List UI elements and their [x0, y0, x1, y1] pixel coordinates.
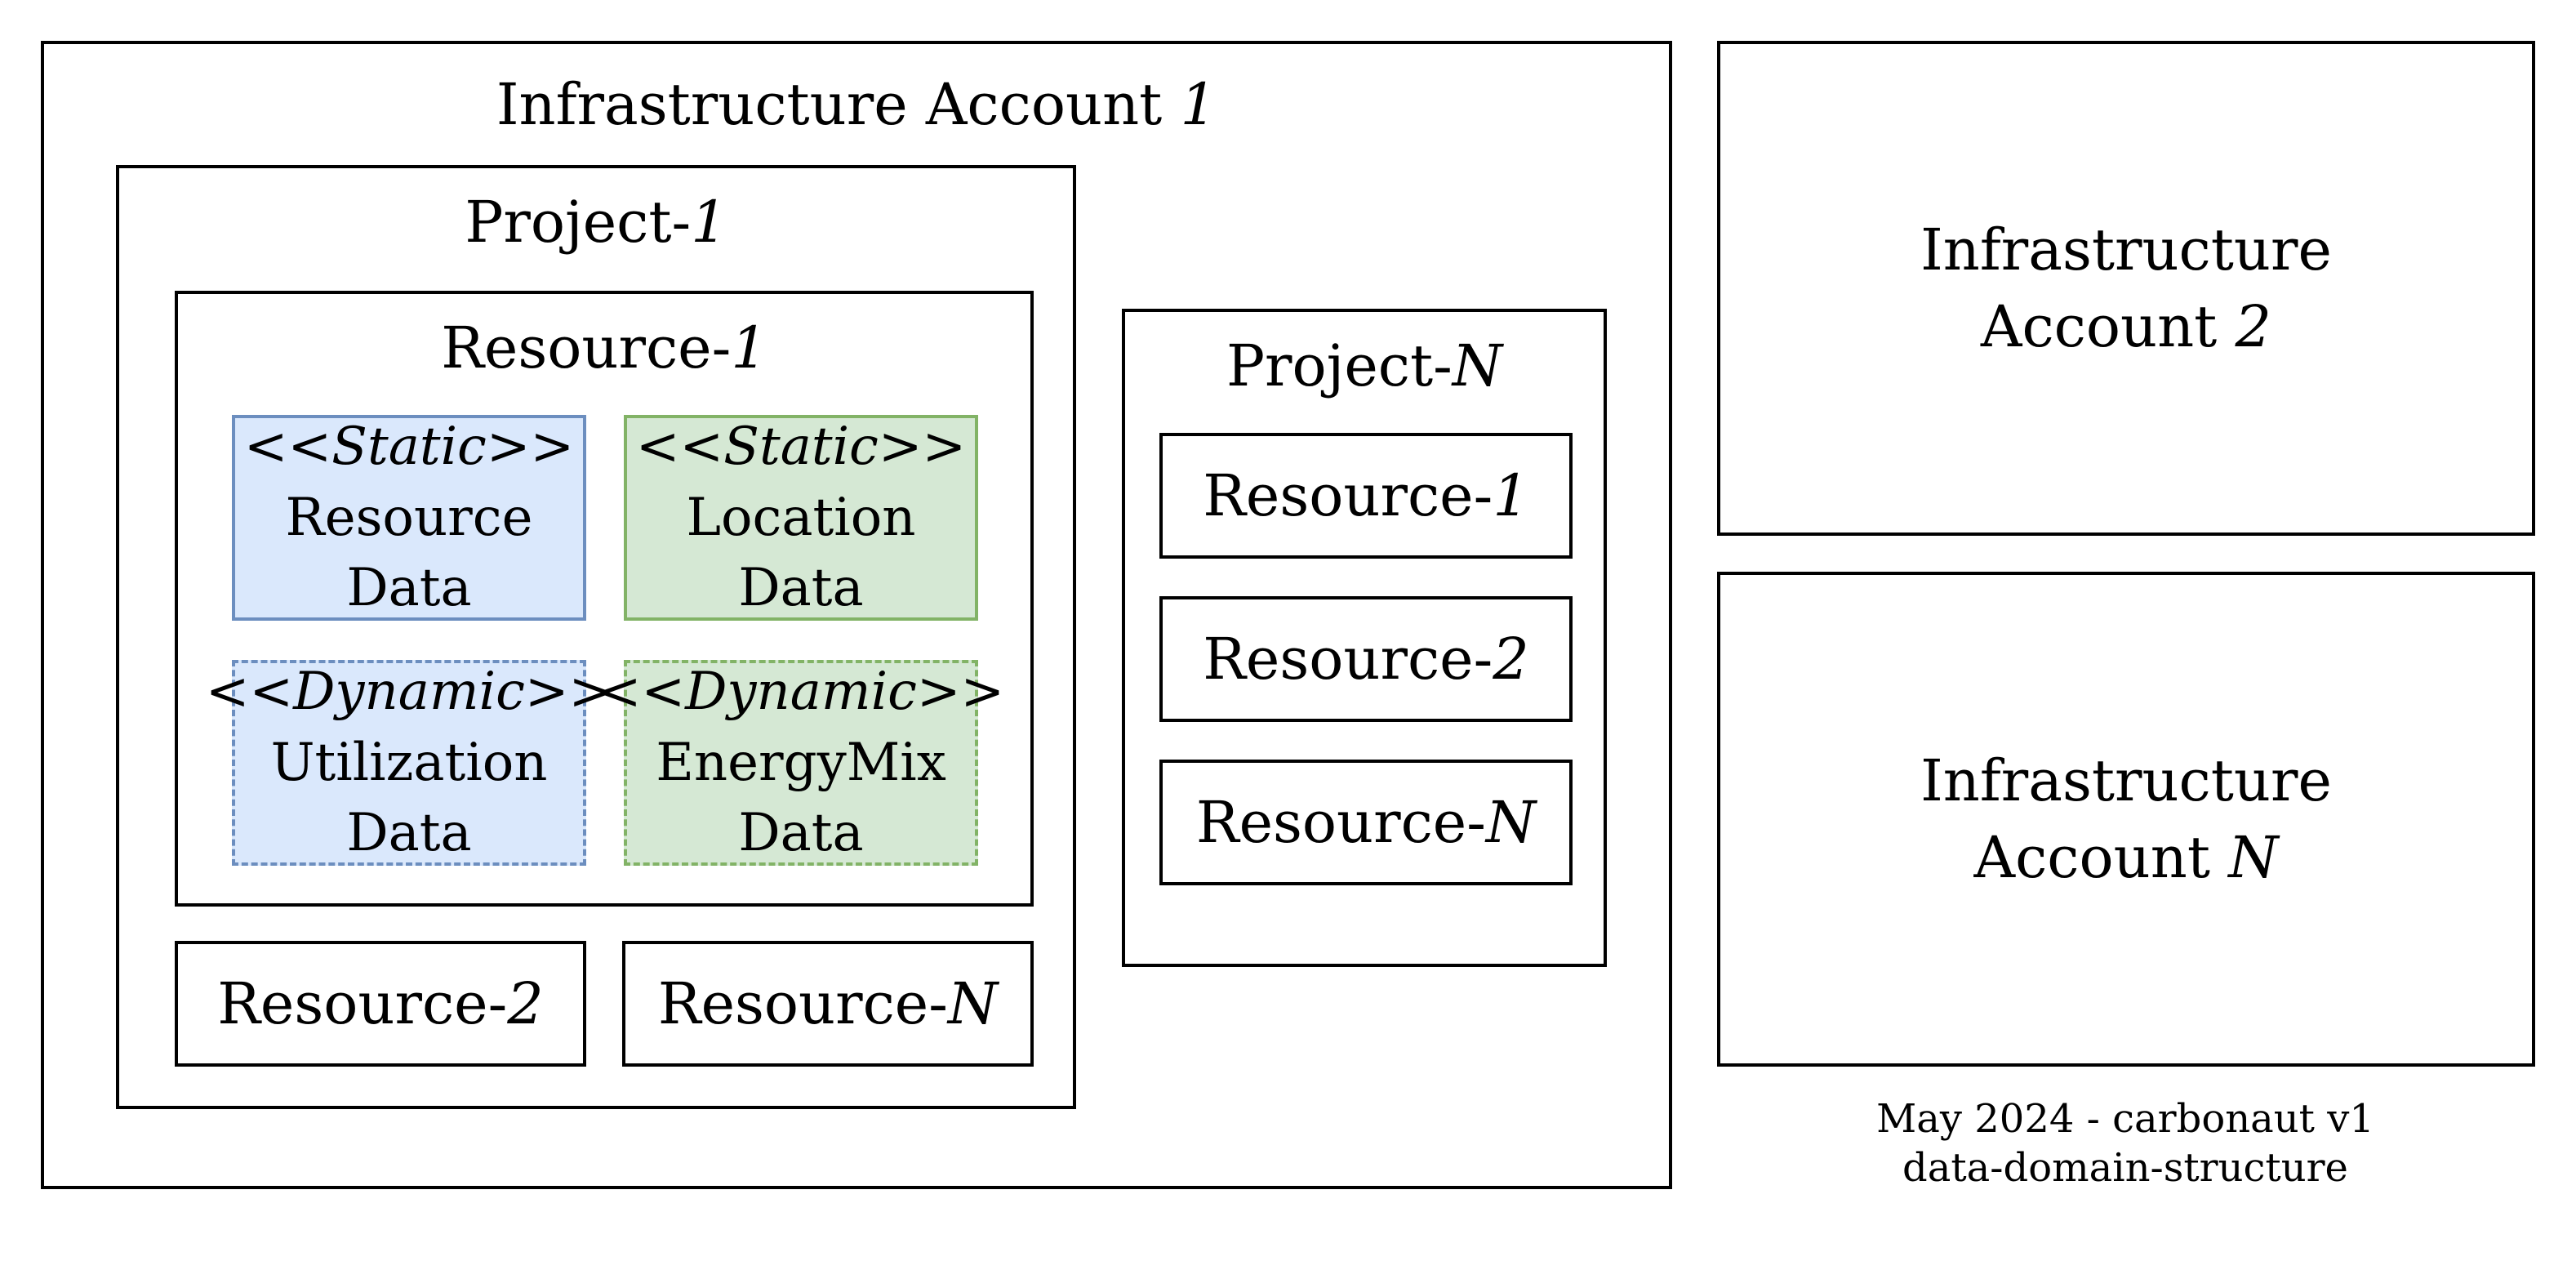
project-1-resource-2: Resource-2: [175, 941, 586, 1067]
resource-prefix: Resource-: [1203, 626, 1493, 693]
project-1-title: Project-1: [119, 188, 1073, 256]
resource-index: 2: [507, 970, 544, 1037]
static-resource-data-box: <<Static>> Resource Data: [232, 415, 586, 621]
dynamic-utilization-data-text: <<Dynamic>> Utilization Data: [206, 662, 612, 863]
static-resource-line1: Resource: [285, 487, 533, 548]
dynamic-utilization-line1: Utilization: [270, 732, 548, 793]
infrastructure-account-n: Infrastructure Account N: [1717, 572, 2535, 1067]
static-resource-line2: Data: [346, 558, 472, 619]
project-n-resource-2-label: Resource-2: [1163, 599, 1569, 719]
resource-1-title: Resource-1: [178, 314, 1030, 382]
resource-1-title-index: 1: [731, 314, 767, 381]
resource-prefix: Resource-: [1195, 789, 1486, 856]
dynamic-stereotype-label: <<Dynamic>>: [597, 662, 1005, 723]
resource-index: 2: [1493, 626, 1529, 693]
project-n-resource-n: Resource-N: [1159, 760, 1573, 885]
account-n-line2-prefix: Account: [1973, 824, 2229, 891]
footer-line1: May 2024 - carbonaut v1: [1876, 1096, 2374, 1142]
infrastructure-account-1: Infrastructure Account 1 Project-1 Resou…: [41, 41, 1672, 1189]
dynamic-energymix-line2: Data: [738, 803, 864, 864]
dynamic-utilization-line2: Data: [346, 803, 472, 864]
account-2-line2-prefix: Account: [1980, 293, 2236, 360]
project-n: Project-N Resource-1 Resource-2 Resource…: [1122, 309, 1607, 967]
resource-prefix: Resource-: [657, 970, 948, 1037]
footer-line2: data-domain-structure: [1902, 1145, 2348, 1191]
resource-prefix: Resource-: [1203, 462, 1493, 529]
dynamic-stereotype-label: <<Dynamic>>: [205, 662, 613, 723]
account-n-line2-index: N: [2228, 824, 2279, 891]
static-stereotype-label: <<Static>>: [243, 417, 575, 478]
static-location-line1: Location Data: [686, 487, 916, 619]
resource-prefix: Resource-: [217, 970, 508, 1037]
resource-index: N: [1485, 789, 1537, 856]
project-n-resource-n-label: Resource-N: [1163, 763, 1569, 882]
static-location-data-box: <<Static>> Location Data: [624, 415, 978, 621]
account-n-line1: Infrastructure: [1920, 746, 2332, 814]
dynamic-utilization-data-box: <<Dynamic>> Utilization Data: [206, 660, 612, 866]
resource-1-title-prefix: Resource-: [441, 314, 732, 381]
static-location-data-text: <<Static>> Location Data: [627, 417, 975, 618]
project-1: Project-1 Resource-1 <<Static>> Resource…: [116, 165, 1076, 1109]
account-2-label: Infrastructure Account 2: [1720, 44, 2532, 533]
project-n-resource-1: Resource-1: [1159, 433, 1573, 559]
project-n-title-prefix: Project-: [1226, 332, 1453, 399]
account-2-line2-index: 2: [2235, 293, 2272, 360]
project-1-resource-n-label: Resource-N: [625, 944, 1030, 1063]
account-1-title-index: 1: [1180, 71, 1217, 138]
account-1-title: Infrastructure Account 1: [44, 70, 1669, 139]
static-resource-data-text: <<Static>> Resource Data: [235, 417, 583, 618]
account-2-line1: Infrastructure: [1920, 216, 2332, 283]
resource-index: N: [947, 970, 999, 1037]
infrastructure-account-2: Infrastructure Account 2: [1717, 41, 2535, 536]
dynamic-energymix-data-box: <<Dynamic>> EnergyMix Data: [598, 660, 1004, 866]
static-stereotype-label: <<Static>>: [635, 417, 967, 478]
account-n-line2: Account N: [1974, 819, 2279, 897]
account-n-label: Infrastructure Account N: [1720, 575, 2532, 1063]
account-1-title-prefix: Infrastructure Account: [496, 71, 1181, 138]
account-2-line2: Account 2: [1981, 288, 2271, 366]
project-n-title: Project-N: [1125, 332, 1604, 400]
project-1-resource-n: Resource-N: [622, 941, 1034, 1067]
project-n-title-index: N: [1452, 332, 1503, 399]
diagram-footer-caption: May 2024 - carbonaut v1 data-domain-stru…: [1717, 1094, 2534, 1192]
project-1-resource-1: Resource-1 <<Static>> Resource Data <<St…: [175, 291, 1034, 907]
project-n-resource-1-label: Resource-1: [1163, 436, 1569, 555]
resource-index: 1: [1493, 462, 1529, 529]
project-1-title-prefix: Project-: [465, 189, 692, 256]
project-n-resource-2: Resource-2: [1159, 596, 1573, 722]
dynamic-energymix-data-text: <<Dynamic>> EnergyMix Data: [598, 662, 1004, 863]
project-1-title-index: 1: [691, 189, 727, 256]
project-1-resource-2-label: Resource-2: [178, 944, 583, 1063]
dynamic-energymix-line1: EnergyMix: [656, 732, 946, 793]
